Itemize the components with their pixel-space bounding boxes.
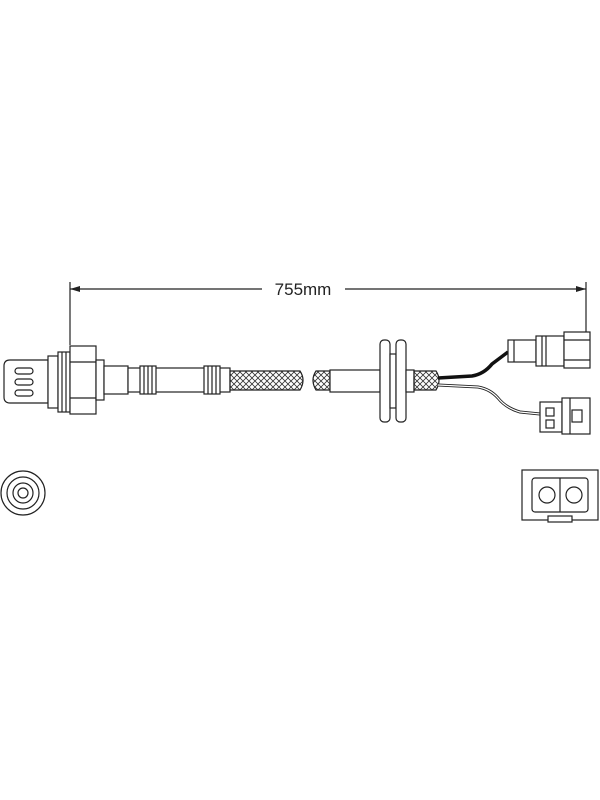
braided-cable-right	[413, 370, 440, 391]
braided-cable-left	[229, 370, 304, 391]
dimension-length-label: 755mm	[275, 280, 332, 299]
dimension-arrow-right	[576, 286, 586, 292]
sensor-sleeve	[127, 365, 231, 395]
threaded-hex-body	[47, 345, 129, 415]
dimension-annotation: 755mm	[69, 280, 587, 345]
upper-connector-plug	[507, 331, 591, 369]
lower-connector-plug	[539, 397, 591, 435]
lead-wires	[437, 350, 541, 416]
dimension-arrow-left	[70, 286, 80, 292]
sensor-tip-end-view	[0, 470, 46, 516]
sensor-probe-tip	[3, 359, 49, 404]
rubber-grommet	[329, 339, 415, 423]
braided-cable-break-segment	[312, 370, 331, 391]
connector-end-view	[521, 469, 599, 523]
